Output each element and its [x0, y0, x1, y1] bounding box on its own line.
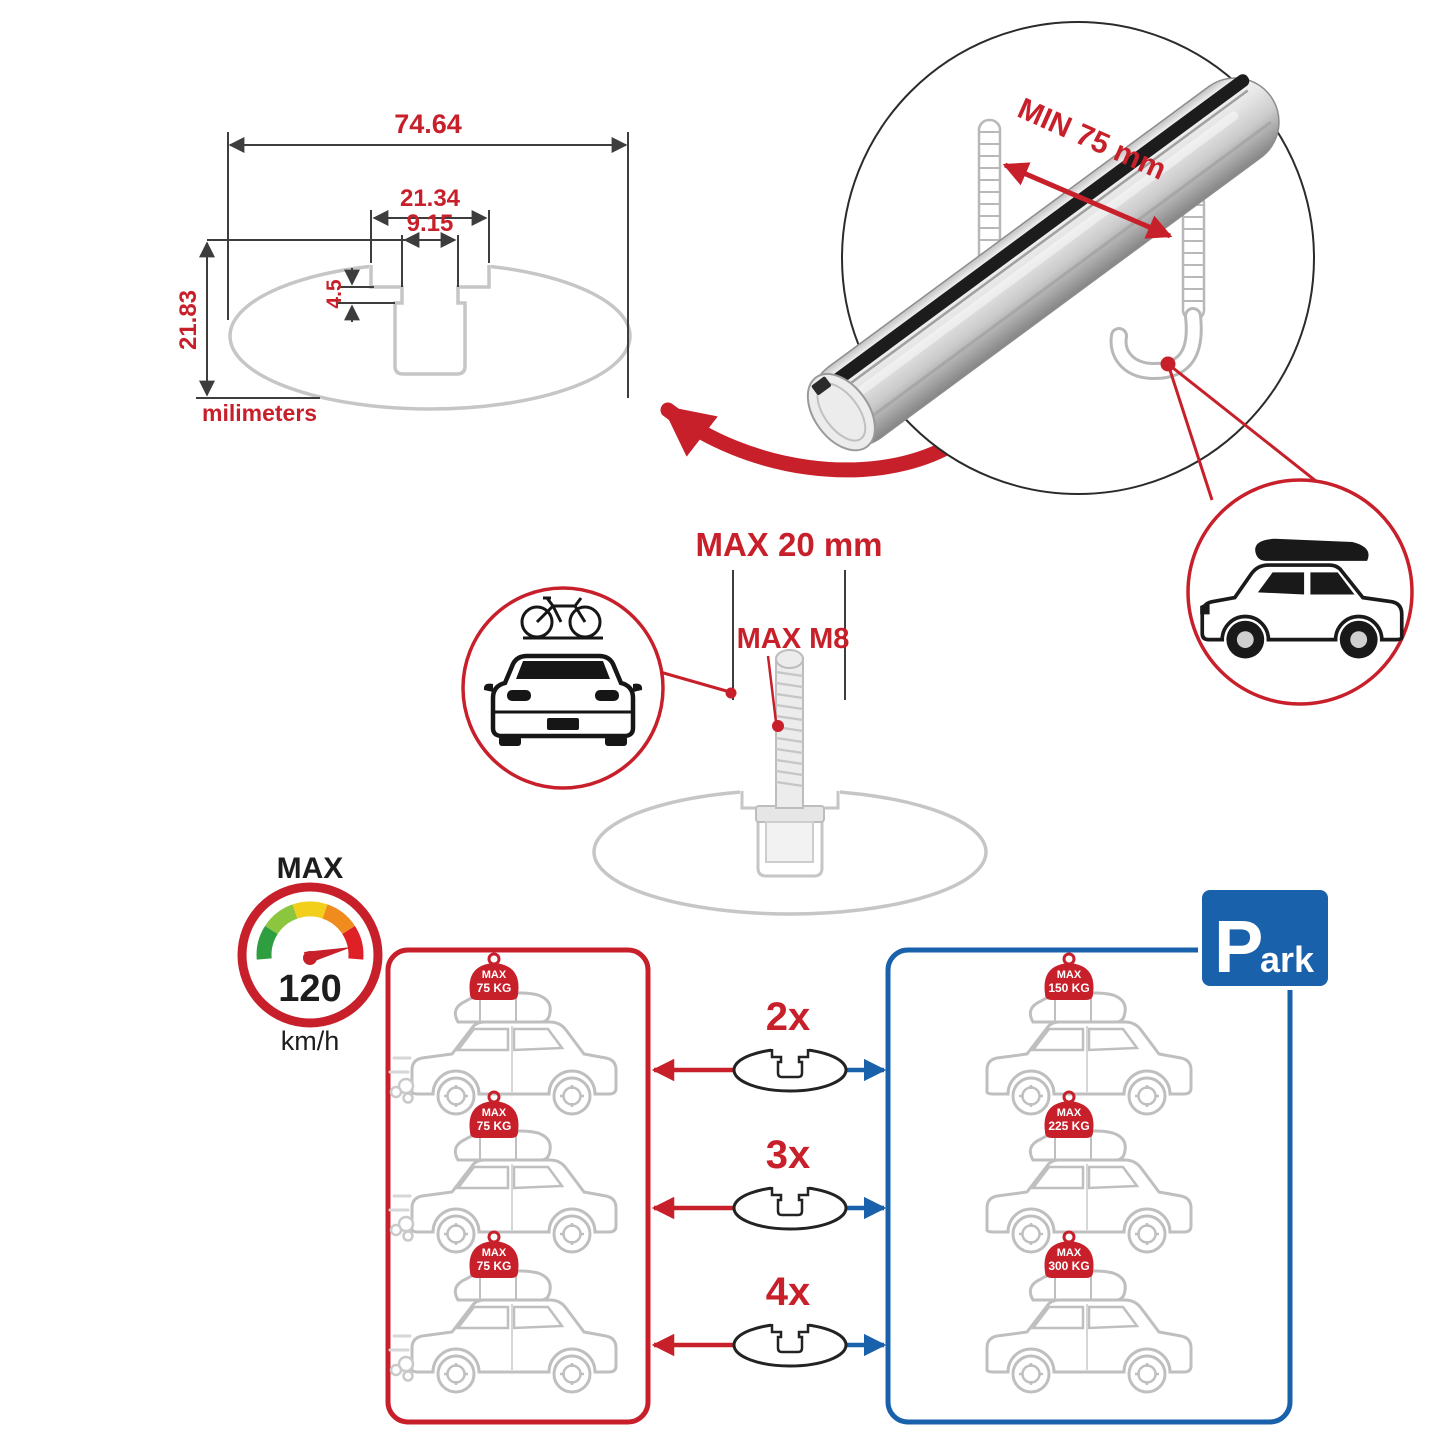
- bolt-thread-note: MAX M8: [737, 623, 850, 655]
- bolt-detail-section: MAX 20 mm MAX M8: [461, 526, 988, 916]
- comparison-section: MAX 120 km/h MAX 75 KG MAX 75: [237, 852, 1332, 1425]
- dim-slot-width: 9.15: [407, 210, 454, 237]
- badge-max-word: MAX: [1057, 1107, 1082, 1119]
- profile-pointer-arrow: [660, 402, 954, 478]
- dim-slot-depth: 4.5: [323, 279, 346, 309]
- clamp-clearance-arrow: [1002, 162, 1173, 239]
- park-sign-letter: P: [1214, 905, 1263, 988]
- badge-load-value: 75 KG: [477, 1119, 512, 1133]
- t-bolt: [755, 649, 825, 863]
- clamp-rod-right: [1109, 191, 1206, 380]
- crossbar-profile-diagram: 74.64 21.34 9.15 4.5 21.83 milimeters: [175, 109, 632, 426]
- gauge-unit: km/h: [281, 1026, 340, 1056]
- badge-load-value: 75 KG: [477, 1259, 512, 1273]
- park-sign-suffix: ark: [1260, 939, 1315, 980]
- dim-total-height: 21.83: [175, 290, 202, 350]
- badge-load-value: 300 KG: [1048, 1259, 1089, 1273]
- gauge-max-label: MAX: [277, 852, 344, 885]
- dim-channel-width: 21.34: [400, 185, 461, 212]
- bar-count-row-3: 4x: [651, 1270, 887, 1368]
- bar-count-label: 3x: [766, 1133, 811, 1177]
- roofbox-car-bubble: [1186, 478, 1414, 706]
- badge-max-word: MAX: [482, 1247, 507, 1259]
- bike-car-bubble: [461, 586, 737, 790]
- roof-box: [1255, 538, 1369, 561]
- clamp-point-dot: [1160, 356, 1176, 372]
- bar-end-cap: [806, 372, 876, 452]
- bar-count-row-2: 3x: [651, 1133, 887, 1231]
- dim-total-width: 74.64: [394, 109, 462, 139]
- dim-unit-label: milimeters: [202, 400, 317, 426]
- badge-load-value: 150 KG: [1048, 981, 1089, 995]
- bar-count-label: 4x: [766, 1270, 811, 1314]
- dim-point-dot: [725, 687, 737, 699]
- badge-max-word: MAX: [482, 969, 507, 981]
- thread-point-dot: [772, 720, 784, 732]
- profile-t-slot: [369, 265, 491, 376]
- bike-car-icon: [483, 596, 643, 746]
- gauge-value: 120: [278, 968, 341, 1010]
- badge-load-value: 225 KG: [1048, 1119, 1089, 1133]
- park-sign: P ark: [1198, 886, 1332, 990]
- bar-count-row-1: 2x: [651, 995, 887, 1093]
- bolt-dim-lines: [732, 570, 846, 700]
- crossbar-detail-view: MIN 75 mm: [806, 21, 1414, 706]
- speed-gauge: 120: [237, 882, 383, 1028]
- roofbox-car-icon: [1200, 538, 1404, 659]
- badge-max-word: MAX: [1057, 969, 1082, 981]
- badge-max-word: MAX: [482, 1107, 507, 1119]
- badge-load-value: 75 KG: [477, 981, 512, 995]
- bolt-length-note: MAX 20 mm: [695, 526, 882, 563]
- dimension-lines: [196, 132, 629, 399]
- bar-count-label: 2x: [766, 995, 811, 1039]
- badge-max-word: MAX: [1057, 1247, 1082, 1259]
